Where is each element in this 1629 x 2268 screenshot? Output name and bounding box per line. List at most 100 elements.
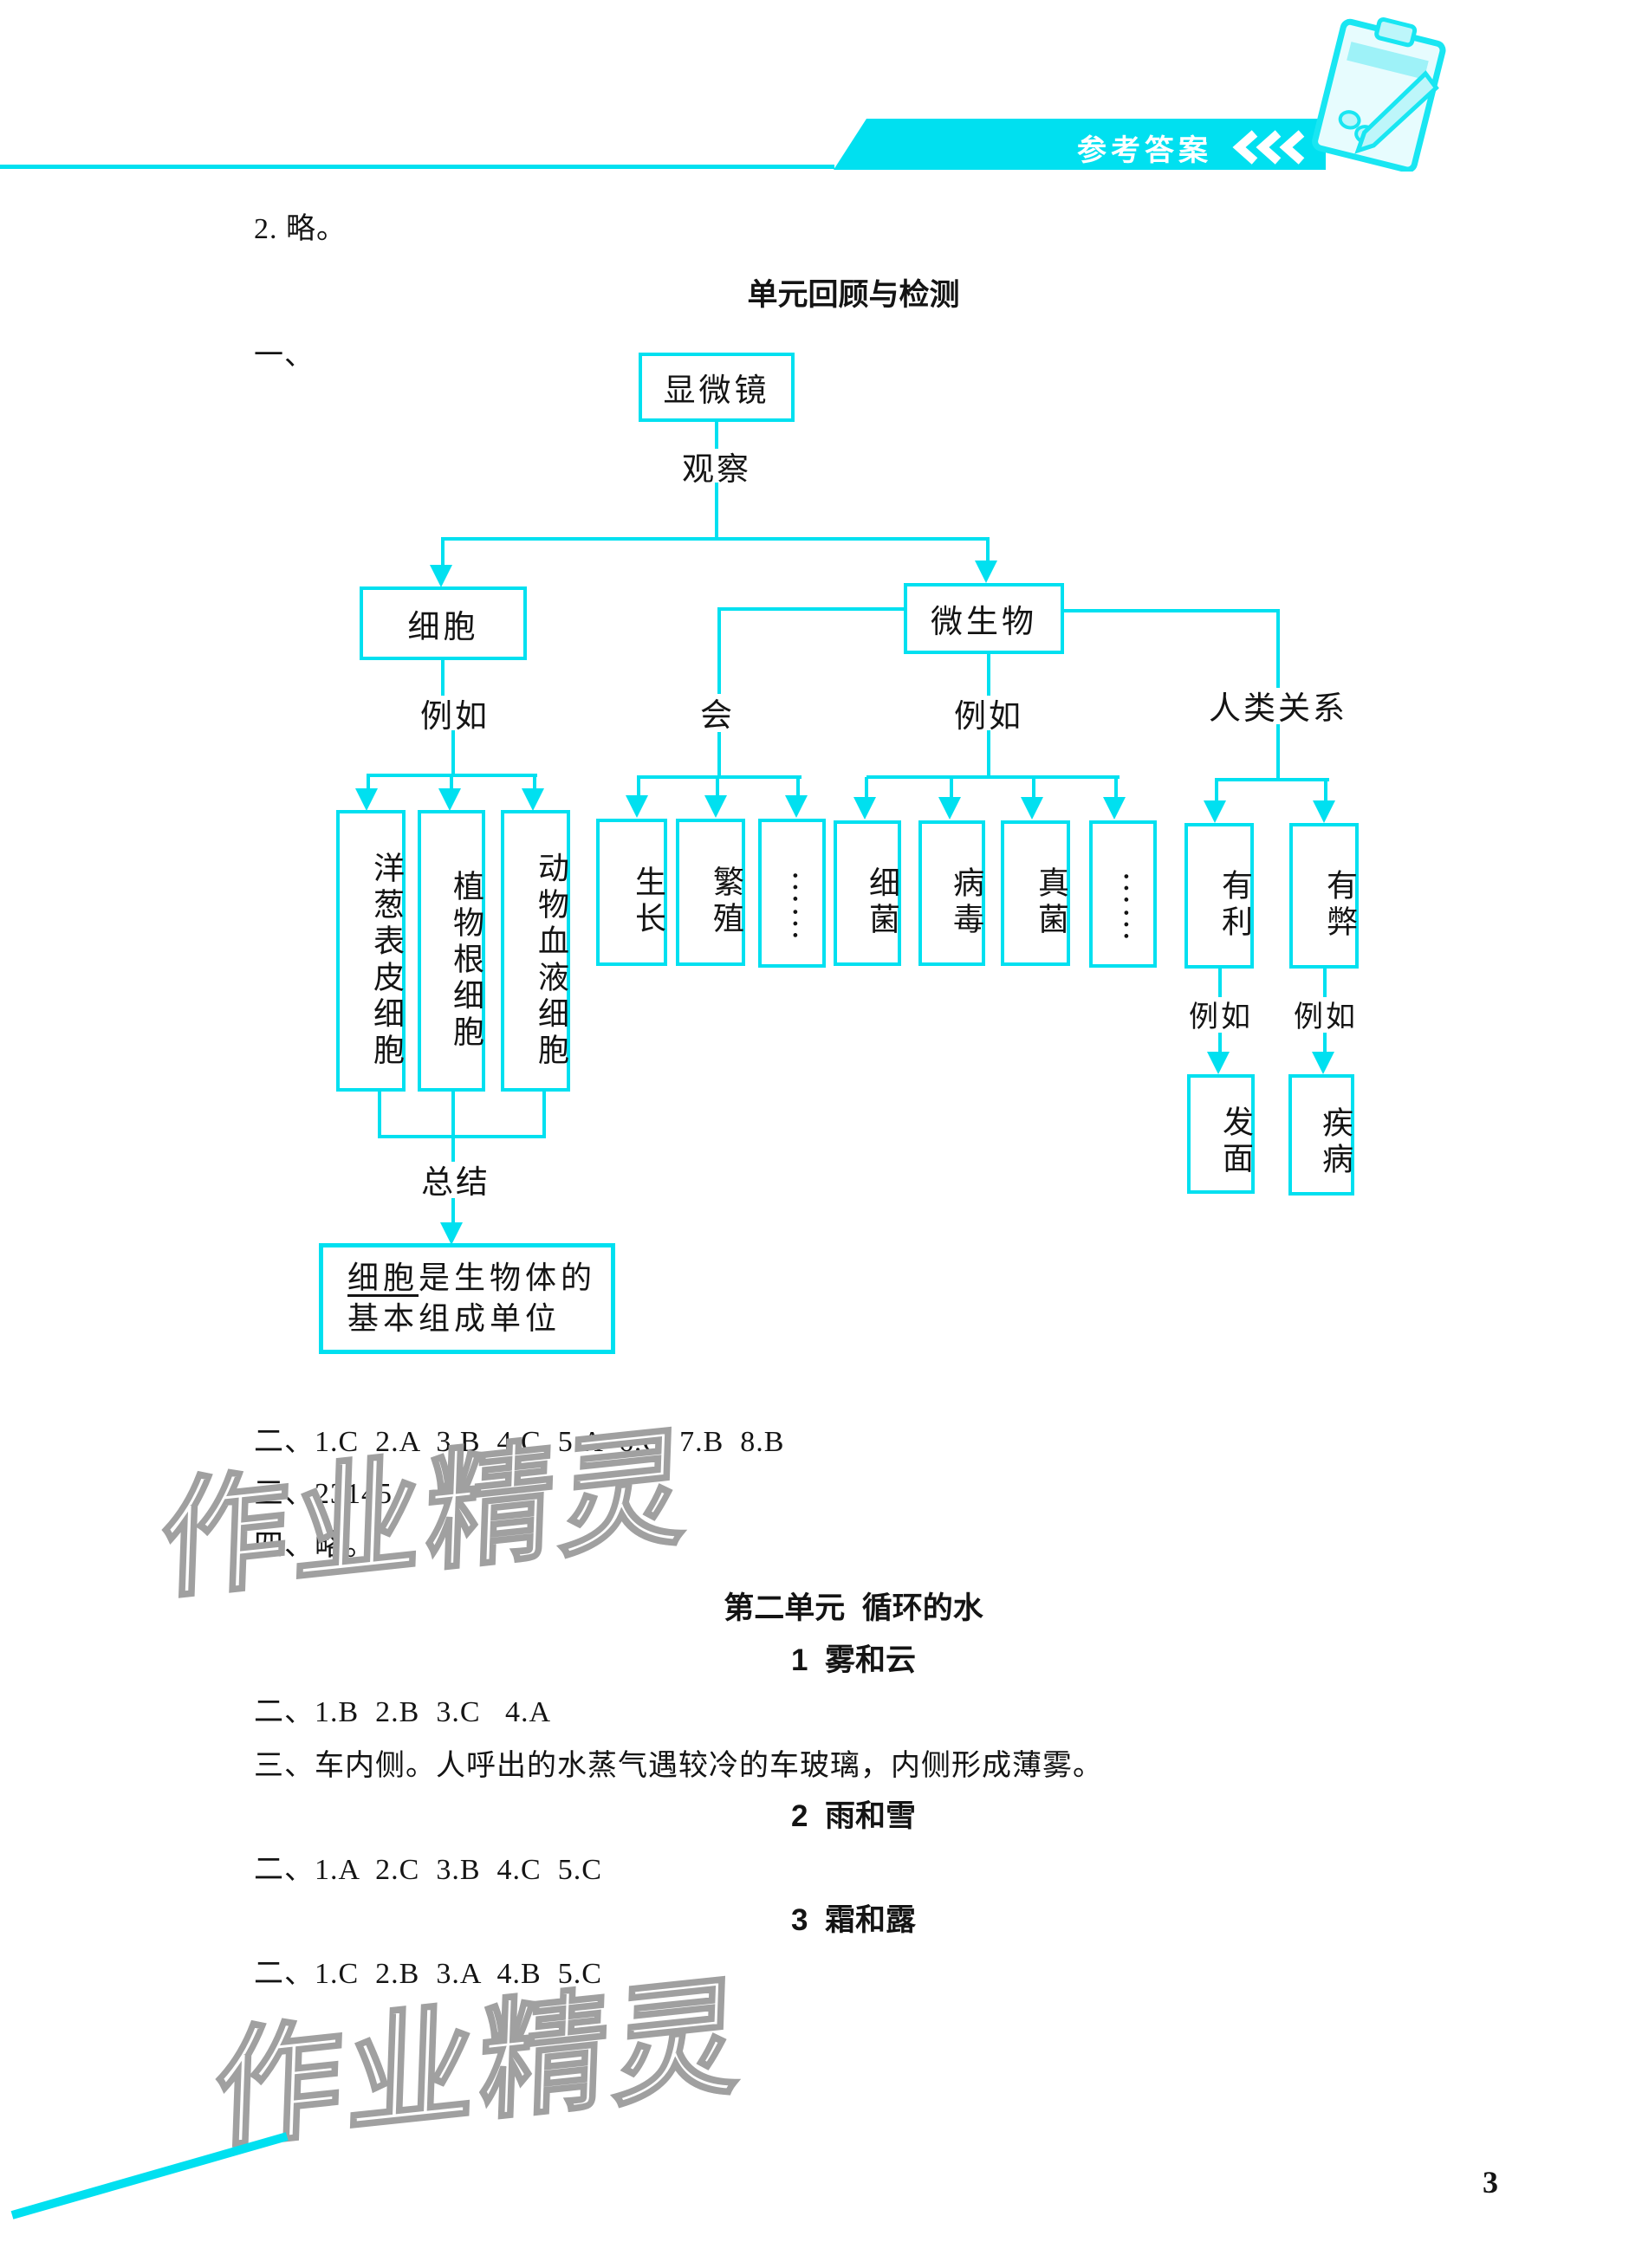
- arrow-down: [938, 797, 961, 820]
- arrow-down: [1313, 800, 1335, 823]
- arrow-down: [440, 1222, 463, 1245]
- node-microscope: 显微镜: [639, 353, 795, 422]
- connector: [1276, 609, 1280, 690]
- edge-label-example-harm: 例如: [1291, 997, 1360, 1034]
- connector: [717, 732, 721, 775]
- edge-label-can: 会: [698, 694, 737, 734]
- connector: [378, 1092, 381, 1138]
- answer-line: 三、车内侧。人呼出的水蒸气遇较冷的车玻璃，内侧形成薄雾。: [254, 1750, 1103, 1782]
- arrow-down: [1204, 800, 1226, 823]
- connector: [378, 1135, 546, 1138]
- connector: [865, 777, 868, 797]
- arrow-down: [1021, 797, 1043, 820]
- connector: [443, 537, 990, 541]
- lesson-heading: 1 雾和云: [791, 1643, 916, 1677]
- node-leaven-dough: 发面: [1187, 1074, 1255, 1194]
- arrow-down: [704, 795, 727, 818]
- question-label: 一、: [254, 340, 315, 372]
- answer-line: 二、1.B 2.B 3.C 4.A: [254, 1696, 552, 1728]
- node-fungus: 真菌: [1001, 820, 1070, 966]
- node-harmful: 有弊: [1289, 823, 1359, 969]
- arrow-down: [975, 561, 997, 583]
- node-beneficial: 有利: [1184, 823, 1254, 969]
- node-reproduce: 繁殖: [676, 819, 745, 966]
- arrow-down: [522, 788, 544, 811]
- arrow-down: [1103, 797, 1126, 820]
- node-plant-root-cell: 植物根细胞: [418, 810, 485, 1092]
- conclusion-line2: 基本组成单位: [347, 1301, 561, 1336]
- arrow-down: [785, 795, 808, 818]
- connector: [1323, 969, 1327, 999]
- connector: [987, 730, 990, 777]
- answer-line: 四、略。: [254, 1530, 375, 1562]
- connector: [451, 730, 455, 775]
- page-title: 参考答案: [1077, 134, 1212, 167]
- connector: [1215, 778, 1329, 781]
- connector: [716, 779, 719, 795]
- lesson-heading: 3 霜和露: [791, 1903, 916, 1937]
- connector: [796, 777, 800, 795]
- node-cell: 细胞: [360, 586, 527, 660]
- connector: [719, 607, 904, 611]
- node-onion-skin-cell: 洋葱表皮细胞: [336, 810, 406, 1092]
- answer-line: 二、1.C 2.A 3.B 4.C 5.A 6.C 7.B 8.B: [254, 1426, 785, 1458]
- connector: [450, 777, 453, 790]
- unit-heading: 第二单元 循环的水: [724, 1591, 983, 1625]
- page-number: 3: [1483, 2165, 1498, 2200]
- arrow-down: [355, 788, 378, 811]
- lesson-heading: 2 雨和雪: [791, 1799, 916, 1833]
- connector: [1324, 780, 1327, 800]
- connector: [986, 537, 990, 562]
- connector: [1064, 609, 1280, 612]
- connector: [1276, 724, 1280, 780]
- connector: [637, 777, 640, 795]
- connector: [451, 1198, 455, 1222]
- arrow-down: [1312, 1052, 1334, 1074]
- node-ellipsis: ……: [758, 819, 826, 968]
- connector: [441, 537, 445, 567]
- connector: [866, 775, 1120, 779]
- edge-label-human-relation: 人类关系: [1209, 688, 1347, 727]
- node-virus: 病毒: [918, 820, 985, 966]
- arrow-down: [853, 797, 876, 820]
- node-grow: 生长: [596, 819, 667, 966]
- edge-label-example-benefit: 例如: [1186, 997, 1256, 1034]
- answer-line: 三、23145: [254, 1478, 393, 1510]
- answer-line: 2. 略。: [254, 213, 347, 245]
- edge-label-observe: 观察: [680, 449, 753, 488]
- connector: [367, 774, 370, 790]
- corner-rule: [10, 2132, 289, 2219]
- conclusion-text: 是生物体的: [419, 1260, 597, 1295]
- node-disease: 疾病: [1288, 1074, 1354, 1196]
- connector: [1032, 777, 1035, 797]
- node-conclusion: 细胞是生物体的 基本组成单位: [319, 1243, 615, 1354]
- connector: [1218, 969, 1222, 999]
- answer-line: 二、1.C 2.B 3.A 4.B 5.C: [254, 1958, 602, 1990]
- connector: [637, 775, 802, 779]
- connector: [1218, 1033, 1222, 1052]
- connector: [441, 660, 445, 699]
- connector: [451, 1092, 455, 1163]
- edge-label-example-right: 例如: [950, 696, 1028, 735]
- connector: [715, 483, 718, 538]
- connector: [950, 779, 953, 797]
- connector: [715, 422, 718, 450]
- header-rule: [0, 165, 834, 169]
- connector: [533, 774, 536, 790]
- answer-line: 二、1.A 2.C 3.B 4.C 5.C: [254, 1854, 602, 1886]
- section-heading: 单元回顾与检测: [747, 278, 960, 312]
- connector: [367, 774, 537, 777]
- edge-label-summarize: 总结: [421, 1162, 490, 1201]
- node-animal-blood-cell: 动物血液细胞: [501, 810, 570, 1092]
- connector: [987, 654, 990, 697]
- node-microbe: 微生物: [904, 583, 1064, 654]
- connector: [1323, 1033, 1327, 1052]
- left-triple-chevron-icon: [1232, 130, 1305, 165]
- node-bacteria: 细菌: [834, 820, 901, 966]
- arrow-down: [1207, 1052, 1230, 1074]
- connector: [1114, 777, 1118, 797]
- conclusion-underlined: 细胞: [347, 1260, 419, 1295]
- arrow-down: [430, 565, 452, 587]
- arrow-down: [438, 788, 461, 811]
